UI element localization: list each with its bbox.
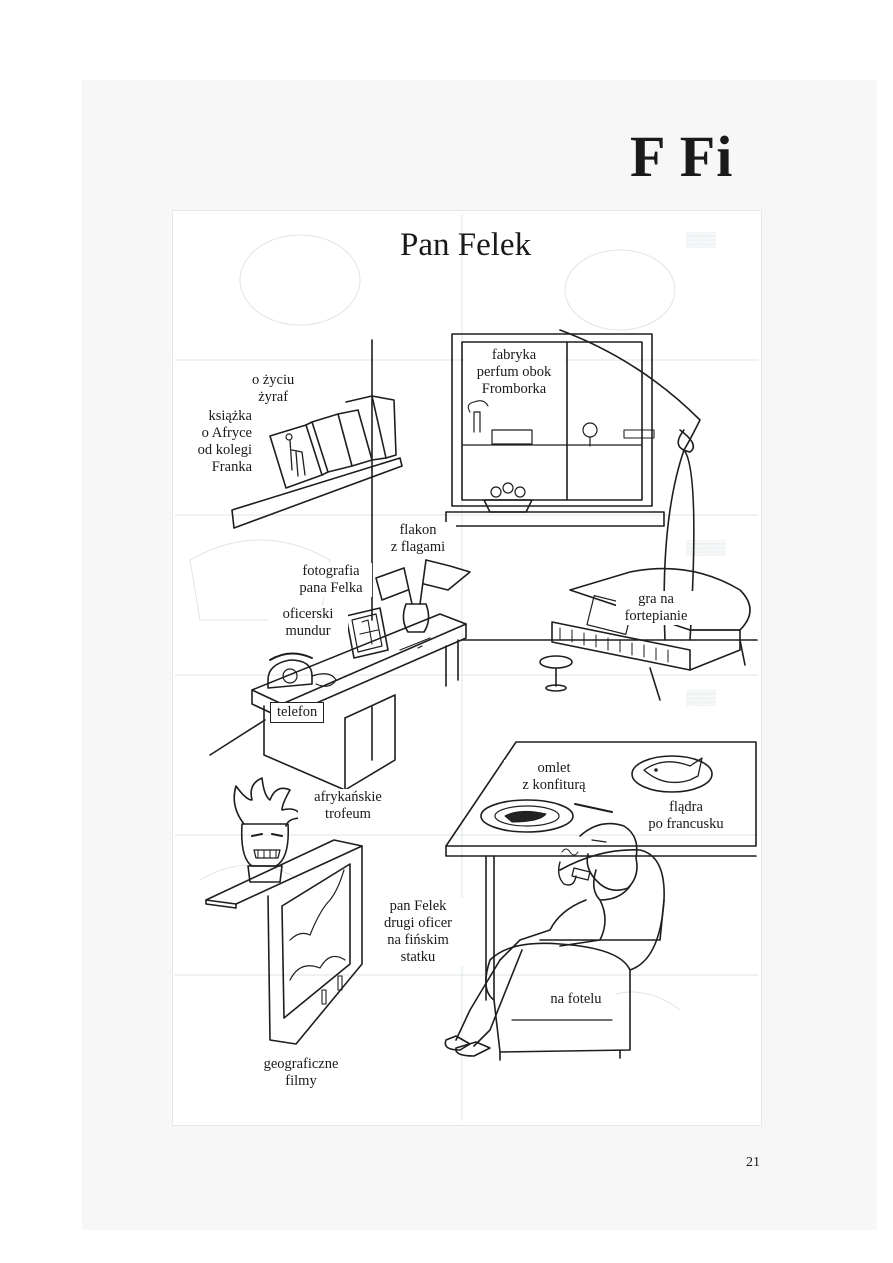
label-armchair: na fotelu bbox=[536, 991, 616, 1008]
illustration-title: Pan Felek bbox=[400, 227, 532, 263]
label-uniform: oficerski mundur bbox=[268, 606, 348, 640]
letter-heading: F Fi bbox=[630, 124, 734, 189]
label-photo: fotografia pana Felka bbox=[290, 563, 372, 597]
show-through-text: ▒▒▒▒ bbox=[686, 541, 726, 556]
show-through-text: ▒▒▒ bbox=[686, 691, 716, 706]
label-omelette: omlet z konfiturą bbox=[504, 760, 604, 794]
label-vase: flakon z flagami bbox=[380, 522, 456, 556]
label-book: książka o Afryce od kolegi Franka bbox=[192, 408, 252, 476]
label-piano: gra na fortepianie bbox=[616, 591, 696, 625]
label-factory: fabryka perfum obok Fromborka bbox=[464, 347, 564, 398]
page-number: 21 bbox=[746, 1155, 760, 1170]
label-trophy: afrykańskie trofeum bbox=[298, 789, 398, 823]
show-through-text: ▒▒▒ bbox=[686, 233, 716, 248]
label-felek: pan Felek drugi oficer na fińskim statku bbox=[368, 898, 468, 966]
label-book-topic: o życiu żyraf bbox=[252, 372, 295, 406]
label-flounder: flądra po francusku bbox=[636, 799, 736, 833]
label-films: geograficzne filmy bbox=[246, 1056, 356, 1090]
label-phone: telefon bbox=[270, 702, 325, 723]
